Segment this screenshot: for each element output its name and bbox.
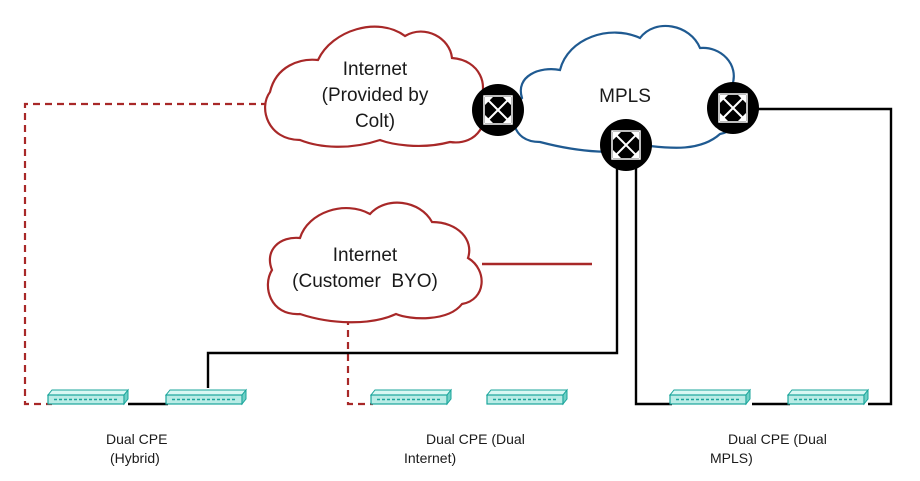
internet-byo-dashed-link	[346, 318, 373, 406]
cpe-hybrid-label: Dual CPE (Hybrid)	[106, 430, 167, 468]
cpe-dual-mpls-line1: Dual CPE (Dual	[728, 431, 827, 447]
cpe-hybrid-line2: (Hybrid)	[110, 450, 160, 466]
cpe-hybrid-line1: Dual CPE	[106, 431, 168, 447]
router-icon-mpls-right	[706, 81, 760, 135]
cpe-dual-internet-label: Dual CPE (Dual Internet)	[404, 430, 525, 468]
internet-colt-line3: Colt)	[354, 111, 396, 132]
mpls-label: MPLS	[599, 86, 651, 107]
cpe-dual-mpls-label: Dual CPE (Dual MPLS)	[710, 430, 827, 468]
cpe-device-icon-internet-1	[370, 389, 452, 405]
mpls-links	[128, 107, 893, 406]
router-icon-mpls-bottom	[599, 118, 653, 172]
internet-colt-line1: Internet	[342, 59, 408, 80]
cpe-dual-internet-line2: Internet)	[404, 450, 457, 466]
router-icon-internet-colt	[471, 83, 525, 137]
mpls-cloud	[512, 24, 742, 153]
internet-byo-label: Internet (Customer BYO)	[270, 243, 460, 295]
internet-byo-line1: Internet	[332, 245, 398, 266]
internet-colt-cloud	[264, 25, 485, 148]
internet-colt-line2: (Provided by	[321, 85, 429, 106]
cpe-device-icon-hybrid-1	[47, 389, 129, 405]
internet-byo-line2: (Customer BYO)	[292, 271, 438, 292]
internet-byo-cloud	[266, 201, 483, 324]
cpe-device-icon-mpls-1	[669, 389, 751, 405]
cpe-device-icon-internet-2	[486, 389, 568, 405]
cpe-device-icon-hybrid-2	[165, 389, 247, 405]
cpe-dual-mpls-line2: MPLS)	[710, 450, 753, 466]
internet-colt-label: Internet (Provided by Colt)	[300, 57, 450, 135]
cpe-device-icon-mpls-2	[787, 389, 869, 405]
cpe-dual-internet-line1: Dual CPE (Dual	[426, 431, 525, 447]
internet-colt-dashed-link	[23, 102, 268, 406]
